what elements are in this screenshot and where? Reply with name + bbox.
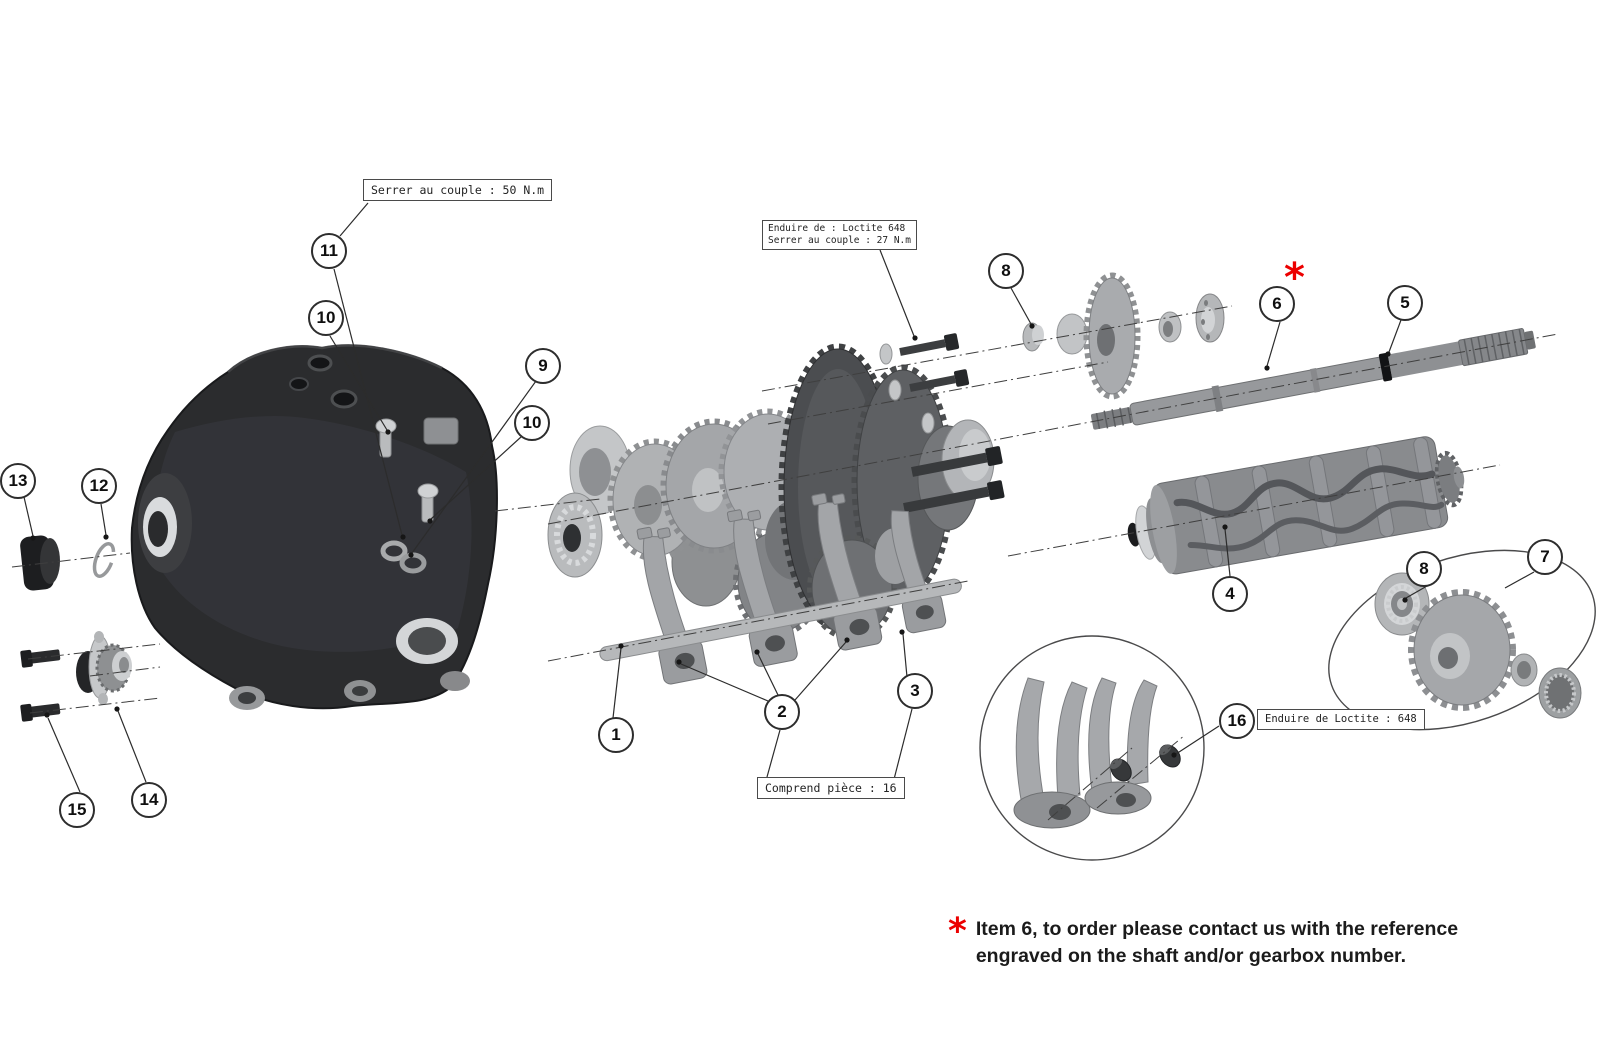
note-loctite-line1: Enduire de : Loctite 648: [768, 223, 906, 234]
callout-8b: 8: [1406, 551, 1442, 587]
callout-15: 15: [59, 792, 95, 828]
input-shaft-part6: [1090, 328, 1536, 430]
callout-5: 5: [1387, 285, 1423, 321]
item6-asterisk-marker: *: [1284, 255, 1305, 301]
callout-2: 2: [764, 694, 800, 730]
shift-drum-part4: [1127, 436, 1465, 575]
cover-screws-part14-15: [20, 631, 132, 722]
shift-fork: [726, 509, 798, 667]
assembly-screws-washers: [879, 333, 1005, 513]
note-torque-50nm: Serrer au couple : 50 N.m: [363, 179, 553, 202]
note-torque-line2: Serrer au couple : 27 N.m: [768, 234, 911, 246]
grub-screw: [1159, 744, 1181, 768]
note-loctite-648: Enduire de Loctite : 648: [1257, 709, 1425, 731]
snap-ring-part5: [1378, 352, 1393, 382]
leader-dots: [30, 323, 1408, 758]
center-lines: [11, 305, 1559, 821]
shift-fork: [636, 526, 708, 685]
seal-cap-part13: [20, 535, 60, 591]
callout-6: 6: [1259, 286, 1295, 322]
callout-11: 11: [311, 233, 347, 269]
leader-lines: [23, 202, 1535, 793]
callout-1: 1: [598, 717, 634, 753]
note-comprend-piece-16: Comprend pièce : 16: [757, 777, 905, 800]
gear-cluster: [547, 343, 995, 641]
shift-fork: [890, 510, 947, 634]
footnote: * Item 6, to order please contact us wit…: [948, 911, 1458, 971]
callout-14: 14: [131, 782, 167, 818]
footnote-asterisk: *: [948, 911, 967, 952]
callout-10b: 10: [514, 405, 550, 441]
grub-screw: [1110, 758, 1132, 782]
callout-9: 9: [525, 348, 561, 384]
footnote-text: Item 6, to order please contact us with …: [976, 916, 1458, 971]
footnote-line2: engraved on the shaft and/or gearbox num…: [975, 945, 1406, 968]
callout-10a: 10: [308, 300, 344, 336]
callout-7: 7: [1527, 539, 1563, 575]
idler-gear-set: [1022, 272, 1225, 400]
banjo-bolt-upper: [375, 418, 397, 458]
callout-4: 4: [1212, 576, 1248, 612]
callout-12: 12: [81, 468, 117, 504]
callout-13: 13: [0, 463, 36, 499]
note-loctite-torque-27nm: Enduire de : Loctite 648 Serrer au coupl…: [762, 220, 917, 250]
detail-bubble-part7: [1328, 549, 1596, 731]
callout-3: 3: [897, 673, 933, 709]
callout-16: 16: [1219, 703, 1255, 739]
banjo-bolt-lower: [417, 483, 439, 523]
callout-8a: 8: [988, 253, 1024, 289]
footnote-line1: Item 6, to order please contact us with …: [975, 918, 1459, 940]
gearbox-housing: [130, 344, 498, 710]
detail-bubble-part16: [979, 635, 1205, 861]
circlip-part12: [92, 542, 116, 578]
